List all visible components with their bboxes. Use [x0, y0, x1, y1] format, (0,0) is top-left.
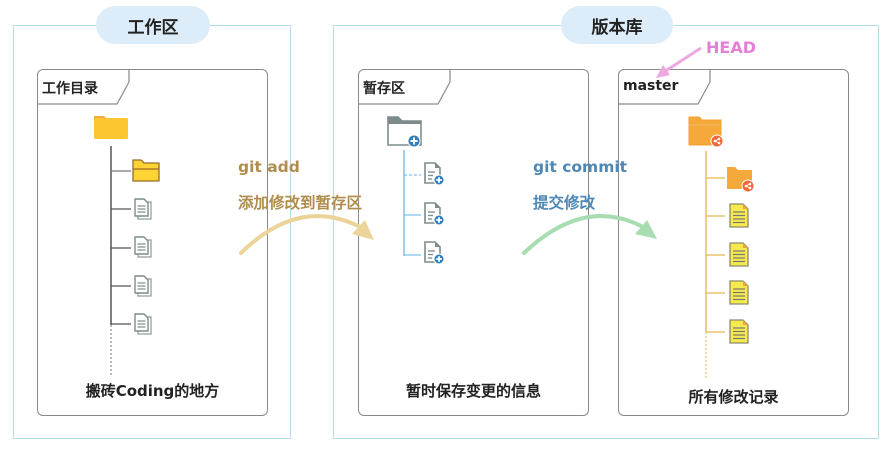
document-icon [134, 236, 152, 258]
git-add-command: git add [238, 158, 300, 176]
document-icon [134, 275, 152, 297]
head-pointer-arrow [656, 46, 702, 78]
working-directory-label: 工作目录 [42, 81, 98, 97]
document-icon [134, 198, 152, 220]
document-icon [729, 280, 749, 305]
staging-tab-edge [358, 69, 451, 105]
document-icon [729, 203, 749, 228]
folder-add-icon [387, 116, 422, 148]
document-add-icon [424, 241, 445, 265]
master-tab-edge [618, 69, 711, 105]
folder-icon [94, 116, 128, 139]
document-icon [729, 319, 749, 344]
working-directory-card: 工作目录 搬砖Coding的地方 [37, 69, 268, 416]
working-directory-footer: 搬砖Coding的地方 [85, 382, 220, 400]
git-commit-command: git commit [533, 158, 628, 176]
git-add-description: 添加修改到暂存区 [238, 194, 363, 212]
working-directory-tab-edge [37, 69, 130, 105]
document-icon [729, 242, 749, 267]
repository-title: 版本库 [561, 6, 673, 44]
git-commit-arrow [522, 214, 657, 255]
git-add-arrow [239, 214, 374, 255]
master-label: master [623, 78, 679, 94]
folder-share-icon [727, 167, 755, 193]
staging-footer: 暂时保存变更的信息 [405, 382, 541, 400]
folder-open-icon [132, 159, 160, 182]
workspace-title: 工作区 [96, 6, 210, 44]
document-add-icon [424, 162, 445, 186]
folder-share-icon [688, 116, 724, 148]
head-pointer-label: HEAD [706, 38, 756, 57]
master-footer: 所有修改记录 [688, 388, 779, 406]
staging-label: 暂存区 [363, 81, 405, 97]
git-commit-description: 提交修改 [533, 194, 596, 212]
document-icon [134, 313, 152, 335]
document-add-icon [424, 202, 445, 226]
